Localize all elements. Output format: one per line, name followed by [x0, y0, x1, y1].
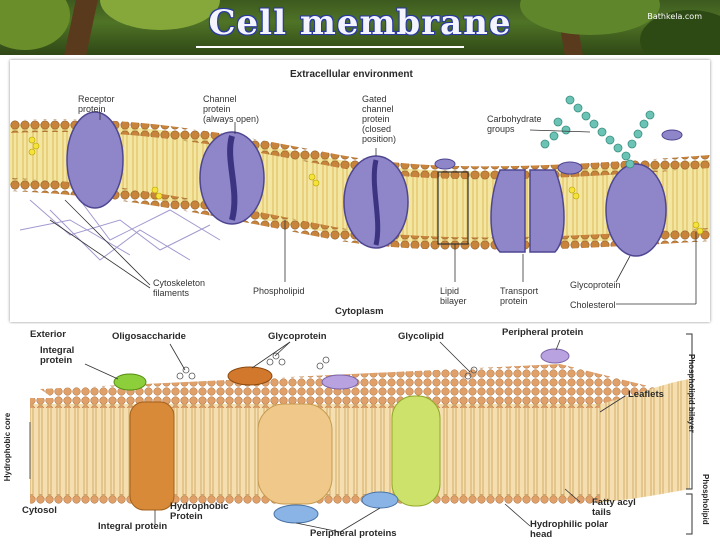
hydrophobic-core-label: Hydrophobic core [3, 413, 13, 481]
membrane-diagram-bottom: Exterior Integral protein Oligosaccharid… [0, 324, 720, 540]
integral-protein-top-label: Integral protein [40, 346, 74, 366]
peripheral-proteins-label: Peripheral proteins [310, 529, 397, 539]
glycolipid-protein-shape [322, 375, 358, 389]
page-title: Cell membrane [0, 3, 720, 43]
cholesterol-label: Cholesterol [570, 300, 616, 310]
exterior-label: Exterior [30, 330, 66, 340]
peripheral-protein-top-label: Peripheral protein [502, 328, 583, 338]
carbohydrate-chains [541, 96, 654, 168]
fatty-acyl-label: Fatty acyl tails [592, 498, 636, 518]
carbohydrate-label: Carbohydrate groups [487, 114, 542, 134]
glycoprotein-shape [606, 164, 666, 256]
phospholipid-side-label: Phospholipid [700, 474, 710, 544]
receptor-protein-label: Receptor protein [78, 94, 115, 114]
peripheral-protein-bottom-shape [274, 505, 318, 523]
title-banner: Cell membrane Bathkela.com [0, 0, 720, 55]
polar-head-label: Hydrophilic polar head [530, 520, 608, 540]
hydrophobic-protein-shape [258, 404, 332, 504]
cytosol-label: Cytosol [22, 506, 57, 516]
title-underline [196, 46, 464, 48]
glycoprotein-label: Glycoprotein [570, 280, 621, 290]
watermark-text: Bathkela.com [647, 12, 702, 21]
gated-channel-label: Gated channel protein (closed position) [362, 94, 396, 144]
oligosaccharide-label: Oligosaccharide [112, 332, 186, 342]
integral-protein-top-shape [114, 374, 146, 390]
phospholipid-label: Phospholipid [253, 286, 305, 296]
hydrophobic-protein-label: Hydrophobic Protein [170, 502, 229, 522]
cytoskeleton-label: Cytoskeleton filaments [153, 278, 205, 298]
lipid-bilayer-label: Lipid bilayer [440, 286, 467, 306]
membrane-diagram-top: Extracellular environment Receptor prote… [10, 60, 710, 322]
integral-protein-bottom-label: Integral protein [98, 522, 167, 532]
phospholipid-bilayer-label: Phospholipid bilayer [686, 354, 696, 464]
cytoplasm-label: Cytoplasm [335, 307, 384, 317]
integral-protein-green-shape [392, 396, 440, 506]
peripheral-protein-top-shape [541, 349, 569, 363]
channel-protein-label: Channel protein (always open) [203, 94, 259, 124]
peripheral-protein-bottom-shape-2 [362, 492, 398, 508]
leaflets-label: Leaflets [628, 390, 664, 400]
glycolipid-label: Glycolipid [398, 332, 444, 342]
transport-protein-label: Transport protein [500, 286, 538, 306]
glycoprotein-bottom-label: Glycoprotein [268, 332, 327, 342]
glycoprotein-bottom-shape [228, 367, 272, 385]
receptor-protein-shape [67, 112, 123, 208]
extracellular-label: Extracellular environment [290, 70, 413, 80]
integral-protein-shape [130, 402, 174, 510]
